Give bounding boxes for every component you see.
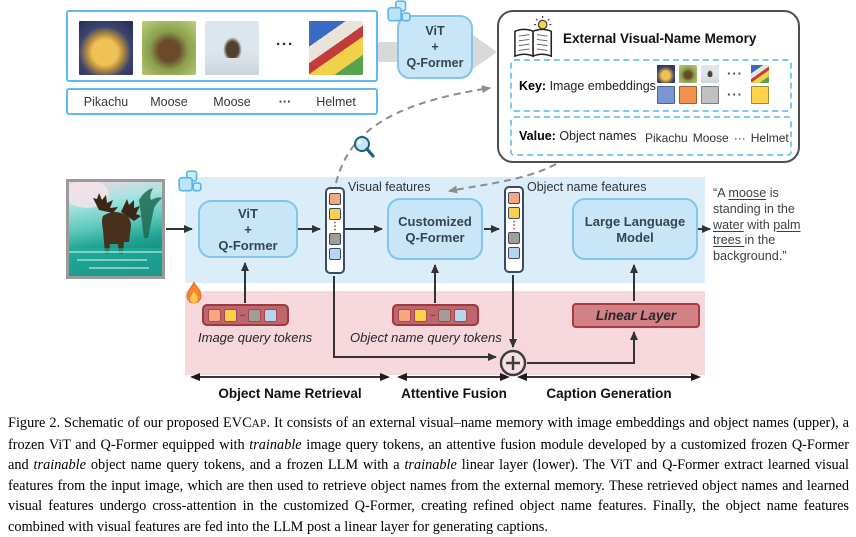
memory-key-label: Key: Image embeddings	[519, 79, 656, 93]
embedding-square	[224, 308, 237, 322]
encoder-box-mid: ViT + Q-Former	[198, 200, 298, 258]
memory-key-row: Key: Image embeddings	[510, 59, 792, 112]
key-thumb-pikachu	[657, 65, 675, 83]
embedding-square	[679, 86, 697, 104]
memory-value-label: Value: Object names	[519, 129, 636, 143]
embedding-square	[751, 86, 769, 104]
ellipsis: ···	[727, 87, 743, 102]
encoder-mid-line3: Q-Former	[218, 238, 278, 253]
embedding-square	[508, 232, 520, 244]
bank-label-helmet: Helmet	[316, 94, 356, 109]
memory-value-row: Value: Object names	[510, 116, 792, 156]
input-image-moose	[66, 179, 165, 279]
bank-labels-ellipsis: ···	[278, 94, 292, 109]
image-query-tokens: ···	[202, 304, 289, 326]
bank-label-moose-2: Moose	[213, 94, 251, 109]
memory-value-names: Pikachu Moose ··· Helmet	[645, 131, 789, 145]
bank-image-moose-2	[205, 21, 259, 75]
book-lightbulb-icon	[511, 16, 559, 65]
customized-qformer-box: Customized Q-Former	[387, 198, 483, 260]
visual-features-stack: ⋮	[325, 187, 345, 274]
key-thumbs-ellipsis: ···	[727, 66, 743, 81]
memory-value-prefix: Value:	[519, 129, 556, 143]
object-name-query-tokens-label: Object name query tokens	[350, 330, 502, 345]
frozen-ice-icon-middle	[177, 170, 203, 199]
encoder-mid-line1: ViT	[238, 206, 258, 221]
figure-caption: Figure 2. Schematic of our proposed EVCA…	[8, 415, 850, 535]
llm-line1: Large Language	[584, 214, 686, 229]
memory-image-bank: ···	[66, 10, 378, 82]
object-name-features-stack: ⋮	[504, 186, 524, 273]
bank-images-ellipsis: ···	[276, 36, 294, 53]
object-name-features-label: Object name features	[527, 180, 647, 194]
embedding-square	[657, 86, 675, 104]
embedding-square	[454, 308, 467, 322]
embedding-square	[508, 192, 520, 204]
object-name-query-tokens: ···	[392, 304, 479, 326]
encoder-mid-line2: +	[244, 222, 252, 237]
embedding-square	[208, 308, 221, 322]
linear-layer-box: Linear Layer	[572, 303, 700, 328]
key-thumb-helmet	[751, 65, 769, 83]
embedding-square	[701, 86, 719, 104]
stage-object-name-retrieval: Object Name Retrieval	[218, 386, 362, 401]
generated-caption-text: “A moose is standing in the water with p…	[713, 186, 801, 264]
stage-caption-generation: Caption Generation	[546, 386, 672, 401]
key-thumb-moose-1	[679, 65, 697, 83]
value-name-helmet: Helmet	[750, 131, 789, 145]
embedding-square	[329, 193, 341, 205]
value-name-moose: Moose	[692, 131, 729, 145]
trainable-flame-icon	[183, 281, 205, 314]
ellipsis: ⋮	[330, 221, 340, 232]
memory-value-text: Object names	[559, 129, 637, 143]
bank-image-pikachu	[79, 21, 133, 75]
bank-image-moose-1	[142, 21, 196, 75]
embedding-square	[508, 247, 520, 259]
figure-2-schematic: ··· Pikachu Moose Moose ··· Helmet ViT +…	[66, 0, 801, 401]
embedding-square	[508, 207, 520, 219]
visual-features-label: Visual features	[348, 180, 431, 194]
embedding-square	[398, 308, 411, 322]
image-query-tokens-label: Image query tokens	[198, 330, 313, 345]
embedding-square	[438, 308, 451, 322]
ellipsis: ···	[240, 310, 246, 320]
value-names-ellipsis: ···	[733, 131, 746, 145]
encoder-top-line3: Q-Former	[406, 56, 464, 70]
embedding-square	[414, 308, 427, 322]
cqf-line2: Q-Former	[405, 230, 465, 245]
external-memory-box: External Visual-Name Memory Key: Image e…	[497, 10, 800, 163]
key-thumb-moose-2	[701, 65, 719, 83]
embedding-square	[329, 208, 341, 220]
memory-key-embeddings: ···	[657, 86, 769, 104]
embedding-square	[329, 248, 341, 260]
cqf-line1: Customized	[398, 214, 472, 229]
memory-name-bank: Pikachu Moose Moose ··· Helmet	[66, 88, 378, 115]
bank-label-pikachu: Pikachu	[83, 94, 129, 109]
bank-image-helmet	[309, 21, 363, 75]
memory-key-text: Image embeddings	[549, 79, 656, 93]
memory-title: External Visual-Name Memory	[563, 31, 757, 46]
embedding-square	[329, 233, 341, 245]
memory-key-prefix: Key:	[519, 79, 547, 93]
llm-line2: Model	[616, 230, 654, 245]
llm-box: Large Language Model	[572, 198, 698, 260]
bank-label-moose-1: Moose	[150, 94, 188, 109]
memory-key-thumbnails: ···	[657, 65, 769, 83]
ellipsis: ···	[430, 310, 436, 320]
ellipsis: ⋮	[509, 220, 519, 231]
frozen-ice-icon-top	[386, 0, 412, 29]
encoder-top-line2: +	[431, 40, 439, 54]
embedding-square	[264, 308, 277, 322]
magnifier-icon	[352, 134, 376, 165]
stage-attentive-fusion: Attentive Fusion	[401, 386, 507, 401]
value-name-pikachu: Pikachu	[645, 131, 688, 145]
embedding-square	[248, 308, 261, 322]
